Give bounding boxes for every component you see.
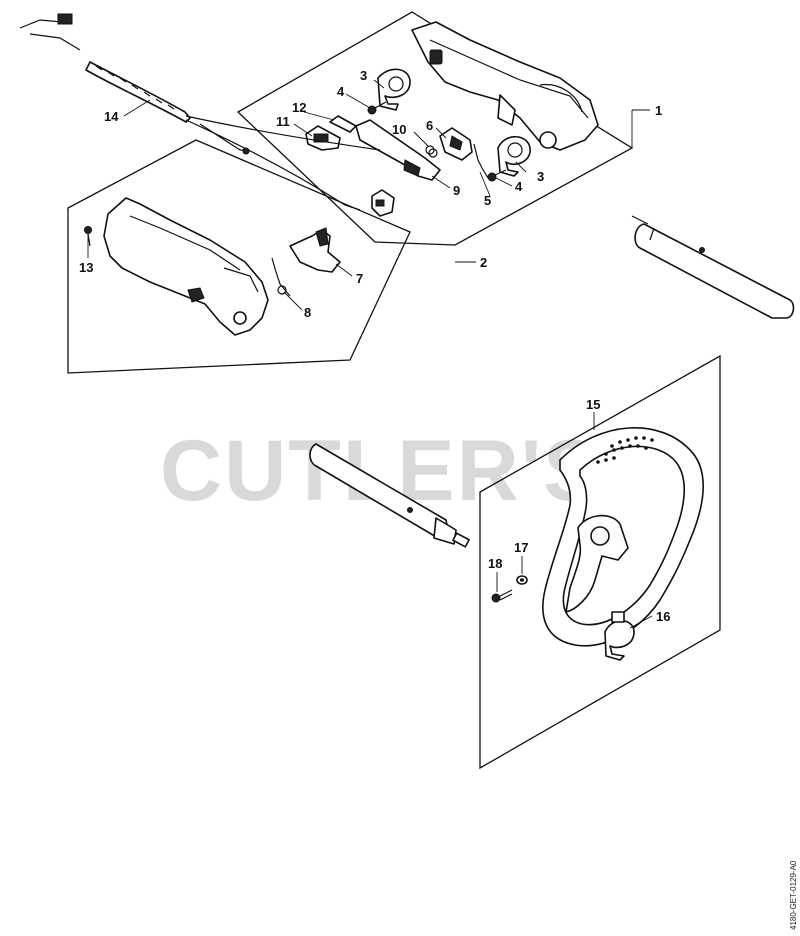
drawing-code: 4180-GET-0129-A0 (789, 860, 798, 930)
screw-13 (84, 226, 92, 247)
panel-control-handle (67, 139, 411, 374)
callout-8: 8 (304, 305, 311, 320)
callout-7: 7 (356, 271, 363, 286)
washer-17 (516, 575, 528, 585)
callout-3-upper: 3 (360, 68, 367, 83)
callout-3-lower: 3 (537, 169, 544, 184)
panel-loop-handle (479, 354, 721, 770)
callout-4-lower: 4 (515, 179, 523, 194)
callout-4-upper: 4 (337, 84, 345, 99)
screw-upper (367, 101, 387, 115)
callout-2: 2 (480, 255, 487, 270)
spring-10 (425, 145, 438, 158)
callout-6: 6 (426, 118, 433, 133)
callout-12: 12 (292, 100, 306, 115)
spring-8 (271, 257, 291, 297)
screw-lower (487, 169, 507, 182)
stop-switch (329, 115, 357, 133)
panel-handle-assembly (236, 11, 634, 246)
torsion-spring-5 (473, 143, 489, 179)
callout-9: 9 (453, 183, 460, 198)
screw-18 (491, 589, 513, 603)
callout-14: 14 (104, 109, 119, 124)
throttle-trigger-tip (403, 159, 421, 177)
throttle-trigger (355, 119, 441, 181)
throttle-lever-detail (315, 227, 329, 247)
handle-housing (411, 21, 599, 151)
clamp-lower (497, 135, 531, 177)
spring-8-coil (277, 285, 287, 295)
clamp-upper (377, 68, 411, 111)
control-handle (103, 197, 269, 336)
stop-switch-detail (313, 133, 329, 143)
callout-5: 5 (484, 193, 491, 208)
loop-handle (542, 427, 704, 647)
callout-13: 13 (79, 260, 93, 275)
callout-16: 16 (656, 609, 670, 624)
throttle-cable (19, 13, 395, 217)
lockout-lever-detail (449, 135, 463, 151)
callout-11: 11 (276, 114, 290, 129)
drive-shaft-upper (631, 215, 795, 319)
callout-10: 10 (392, 122, 406, 137)
clamp-16 (604, 611, 635, 661)
callout-17: 17 (514, 540, 528, 555)
throttle-lever-7 (289, 229, 341, 273)
callout-15: 15 (586, 397, 600, 412)
callout-18: 18 (488, 556, 502, 571)
leader-lines (87, 79, 653, 629)
callout-1: 1 (655, 103, 662, 118)
drive-shaft-lower (309, 443, 470, 548)
